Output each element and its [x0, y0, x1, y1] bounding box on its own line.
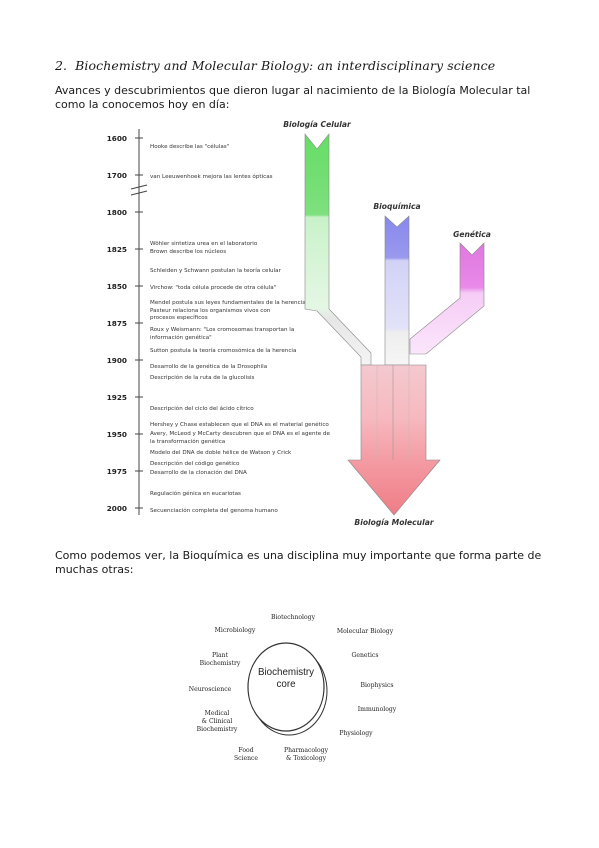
discipline-biophysics: Biophysics [361, 682, 394, 689]
event-label: Regulación génica en eucariotas [150, 490, 241, 497]
core-label-line2: core [276, 679, 296, 690]
event-label: Pasteur relaciona los organismos vivos c… [150, 308, 271, 314]
year-label: 1875 [107, 319, 127, 328]
timeline-figure: 1600 1700 1800 1825 1850 1875 1900 1925 … [107, 120, 491, 527]
discipline-microbiology: Microbiology [215, 627, 256, 634]
stream-label-genetics: Genética [453, 230, 491, 239]
axis-break [130, 184, 148, 196]
discipline-immunology: Immunology [358, 706, 397, 713]
discipline-medical-clinical: Medical [205, 710, 230, 717]
year-label: 1850 [107, 282, 127, 291]
section-title: Biochemistry and Molecular Biology: an i… [75, 58, 496, 73]
event-label: Desarrollo de la genética de la Drosophi… [150, 363, 267, 370]
discipline-medical-clinical: Biochemistry [197, 726, 238, 733]
section-heading: 2. Biochemistry and Molecular Biology: an… [55, 58, 575, 73]
biochemistry-stream [384, 215, 410, 366]
event-label: información genética" [150, 334, 212, 341]
discipline-pharmacology: & Toxicology [286, 755, 327, 762]
year-label: 1700 [107, 171, 127, 180]
stream-label-molecular: Biología Molecular [354, 518, 434, 527]
event-label: van Leeuwenhoek mejora las lentes óptica… [150, 173, 273, 180]
year-label: 1975 [107, 467, 127, 476]
timeline-events: Hooke describe las "células" van Leeuwen… [150, 143, 330, 514]
discipline-food-science: Food [238, 747, 253, 754]
discipline-food-science: Science [234, 755, 258, 762]
core-circle [247, 642, 325, 732]
discipline-medical-clinical: & Clinical [202, 718, 233, 725]
event-label: Descripción del ciclo del ácido cítrico [150, 405, 254, 412]
year-label: 1950 [107, 430, 127, 439]
biochemistry-core-diagram: Biochemistry core Biotechnology Microbio… [189, 614, 397, 762]
year-label: 1925 [107, 393, 127, 402]
event-label: Desarrollo de la clonación del DNA [150, 469, 247, 476]
event-label: Avery, McLeod y McCarty descubren que el… [150, 431, 330, 437]
event-label: Roux y Weismann: "Los cromosomas transpo… [150, 327, 294, 333]
year-label: 1900 [107, 356, 127, 365]
event-label: Hooke describe las "células" [150, 143, 230, 150]
discipline-neuroscience: Neuroscience [189, 686, 232, 693]
event-label: Virchow: "toda célula procede de otra cé… [150, 284, 277, 291]
event-label: la transformación genética [150, 438, 225, 445]
section-number: 2. [55, 58, 68, 73]
year-label: 1800 [107, 208, 127, 217]
discipline-pharmacology: Pharmacology [284, 747, 329, 754]
intro-paragraph: Avances y descubrimientos que dieron lug… [55, 84, 531, 111]
event-label: Descripción del código genético [150, 460, 240, 467]
event-label: Schleiden y Schwann postulan la teoría c… [150, 267, 282, 274]
event-label: Descripción de la ruta de la glucolisis [150, 374, 255, 381]
molecular-biology-arrow [347, 364, 441, 516]
discipline-biotechnology: Biotechnology [271, 614, 316, 621]
discipline-molecular-biology: Molecular Biology [337, 628, 394, 635]
genetics-stream [409, 242, 485, 355]
event-label: Secuenciación completa del genoma humano [150, 507, 278, 514]
stream-label-biochem: Bioquímica [373, 202, 420, 211]
event-label: Wöhler sintetiza urea en el laboratorio [150, 241, 258, 247]
discipline-plant-biochemistry: Biochemistry [200, 660, 241, 667]
discipline-genetics: Genetics [352, 652, 379, 659]
year-label: 1825 [107, 245, 127, 254]
event-label: Mendel postula sus leyes fundamentales d… [150, 300, 306, 306]
event-label: procesos específicos [150, 314, 208, 321]
followup-paragraph: Como podemos ver, la Bioquímica es una d… [55, 549, 542, 576]
year-label: 1600 [107, 134, 127, 143]
core-label-line1: Biochemistry [258, 667, 314, 678]
year-label: 2000 [107, 504, 127, 513]
event-label: Sutton postula la teoría cromosómica de … [150, 347, 296, 354]
event-label: Brown describe los núcleos [150, 248, 226, 255]
cellular-biology-stream [304, 133, 372, 366]
discipline-plant-biochemistry: Plant [212, 652, 229, 659]
stream-label-cellular: Biología Celular [283, 120, 352, 129]
discipline-physiology: Physiology [339, 730, 373, 737]
event-label: Hershey y Chase establecen que el DNA es… [150, 421, 329, 428]
event-label: Modelo del DNA de doble hélice de Watson… [150, 449, 292, 456]
